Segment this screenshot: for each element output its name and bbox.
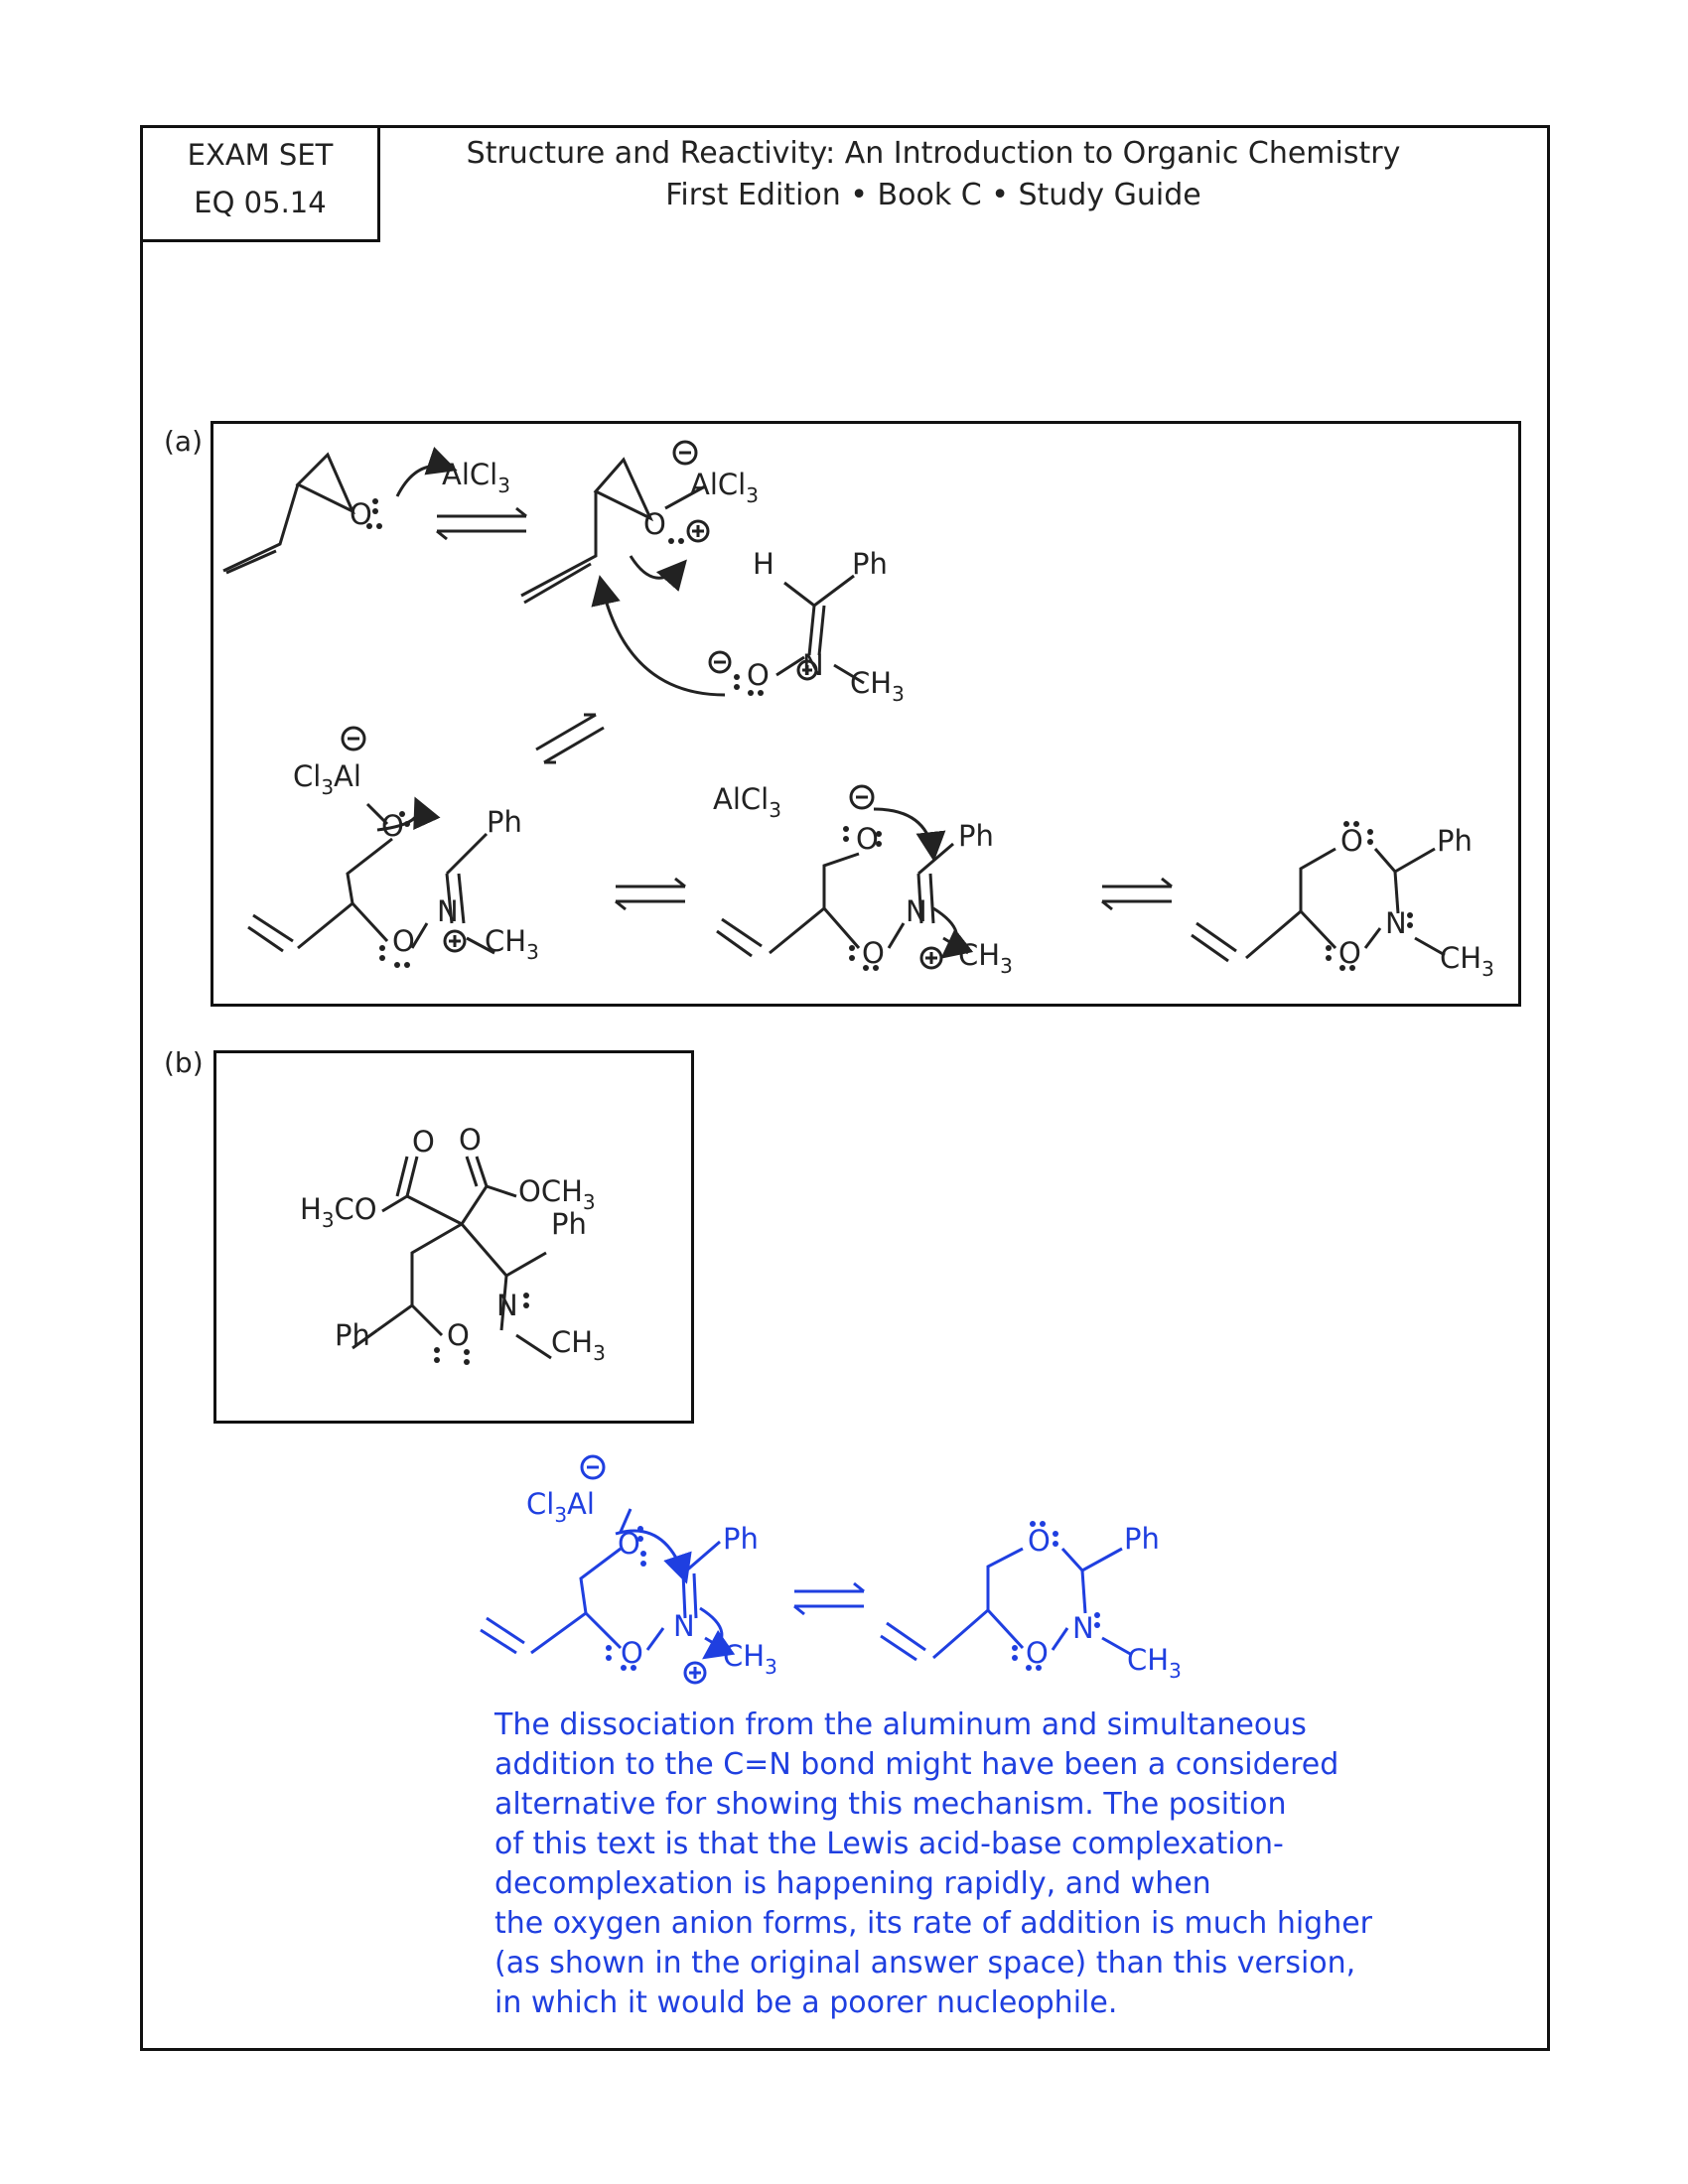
explanation-line: alternative for showing this mechanism. …: [494, 1787, 1287, 1822]
epoxide-oxygen-1: O: [350, 497, 372, 531]
blue-product-oxygen-bottom: O: [1026, 1636, 1049, 1670]
nitrone-oxygen: O: [747, 658, 770, 692]
curved-arrow-ring-opening: [629, 555, 687, 592]
blue-phenyl: Ph: [723, 1522, 759, 1556]
alkoxide-intermediate: [716, 807, 974, 959]
negative-charge-icon: [708, 650, 732, 674]
lone-pair-dots: [366, 498, 1413, 971]
alkoxide-nitrogen: N: [906, 894, 927, 928]
equilibrium-arrow-1: [436, 506, 527, 541]
part-b-structure-box: [213, 1050, 694, 1424]
book-title: Structure and Reactivity: An Introductio…: [466, 136, 1401, 171]
negative-charge-icon: [672, 440, 698, 466]
explanation-line: in which it would be a poorer nucleophil…: [494, 1985, 1118, 2020]
equilibrium-arrow-3: [615, 877, 686, 911]
page-frame: [140, 125, 1550, 2051]
product-phenyl: Ph: [1437, 824, 1473, 858]
ring-nitrogen: N: [496, 1289, 518, 1322]
intermediate-phenyl: Ph: [487, 805, 522, 839]
positive-charge-icon: [796, 659, 818, 681]
product-oxygen-bottom: O: [1338, 936, 1361, 970]
book-edition: First Edition • Book C • Study Guide: [665, 178, 1201, 212]
ester-methoxy-left: H3CO: [300, 1192, 377, 1232]
explanation-line: (as shown in the original answer space) …: [494, 1946, 1356, 1980]
blue-product-phenyl: Ph: [1124, 1522, 1160, 1556]
page-header: Structure and Reactivity: An Introductio…: [427, 133, 1440, 216]
positive-charge-icon: [919, 946, 943, 970]
ring-oxygen: O: [447, 1318, 470, 1352]
blue-methyl: CH3: [723, 1639, 777, 1679]
blue-product-oxygen-top: O: [1028, 1524, 1051, 1558]
curved-arrow-o-to-alcl3: [395, 447, 458, 497]
vinyl-epoxide-structure: [222, 452, 356, 575]
intermediate-oxygen-bottom: O: [392, 924, 415, 958]
ring-phenyl-bottom: Ph: [335, 1318, 370, 1352]
part-a-scheme-box: [211, 421, 1521, 1007]
product-nitrogen: N: [1385, 906, 1407, 940]
explanation-line: addition to the C=N bond might have been…: [494, 1747, 1339, 1782]
exam-question-number: EQ 05.14: [194, 186, 327, 219]
exam-label-box: EXAM SET EQ 05.14: [140, 125, 380, 242]
epoxide-oxygen-2: O: [643, 507, 666, 541]
equilibrium-arrow-2: [535, 713, 605, 764]
explanation-line: of this text is that the Lewis acid-base…: [494, 1827, 1284, 1861]
intermediate-oxygen-top: O: [381, 809, 404, 843]
explanation-text: The dissociation from the aluminum and s…: [494, 1706, 1388, 2023]
explanation-line: decomplexation is happening rapidly, and…: [494, 1866, 1211, 1901]
alkoxide-oxygen: O: [856, 822, 879, 856]
nitrone-structure: [775, 574, 865, 685]
equilibrium-arrow-4: [1101, 877, 1173, 911]
part-b-label: (b): [164, 1046, 204, 1079]
alkoxide-ring-oxygen: O: [862, 936, 885, 970]
blue-product-nitrogen: N: [1072, 1611, 1094, 1645]
negative-charge-icon: [849, 784, 875, 810]
activated-epoxide-structure: [520, 457, 706, 605]
part-a-label: (a): [164, 425, 204, 458]
explanation-line: The dissociation from the aluminum and s…: [494, 1707, 1307, 1742]
negative-charge-icon: [341, 726, 366, 751]
exam-set-label: EXAM SET: [187, 138, 334, 172]
carbonyl-oxygen-right: O: [459, 1123, 482, 1157]
zwitterion-intermediate: [247, 796, 495, 955]
carbonyl-oxygen-left: O: [412, 1125, 435, 1159]
explanation-line: the oxygen anion forms, its rate of addi…: [494, 1906, 1373, 1941]
blue-oxygen-top: O: [618, 1527, 640, 1561]
blue-product-methyl: CH3: [1127, 1643, 1182, 1683]
positive-charge-icon: [686, 519, 710, 543]
oxadiazinane-product: [1191, 847, 1446, 963]
ester-methoxy-right: OCH3: [518, 1174, 596, 1214]
nitrone-hydrogen: H: [753, 547, 774, 581]
alkoxide-phenyl: Ph: [958, 819, 994, 853]
nitrone-phenyl: Ph: [852, 547, 888, 581]
blue-nitrogen: N: [673, 1609, 695, 1643]
intermediate-nitrogen: N: [437, 894, 459, 928]
blue-cl3al-label: Cl3Al: [526, 1487, 595, 1527]
curved-arrow-nitrone-attack: [591, 575, 726, 697]
ring-phenyl-top: Ph: [551, 1207, 587, 1241]
positive-charge-icon: [443, 929, 467, 953]
product-oxygen-top: O: [1340, 824, 1363, 858]
blue-oxygen-bottom: O: [621, 1636, 643, 1670]
